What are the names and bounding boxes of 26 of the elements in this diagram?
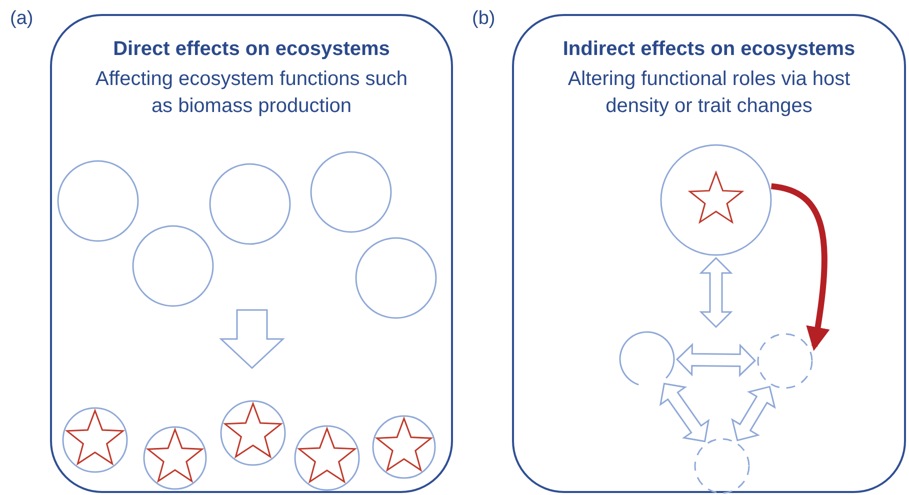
panel-box — [50, 14, 453, 493]
panel-description: Altering functional roles via host density or trait changes — [566, 67, 852, 119]
star-in-circle — [220, 400, 286, 466]
curved-arrow — [770, 183, 830, 351]
star-in-circle — [143, 426, 207, 490]
panel-letter: (b) — [472, 8, 496, 30]
panel-box — [512, 14, 906, 493]
panel-heading: Direct effects on ecosystems — [112, 38, 391, 61]
circle — [310, 151, 392, 233]
dashed-circle — [757, 333, 813, 389]
circle — [209, 163, 291, 245]
double-block-arrow — [676, 342, 756, 378]
double-block-arrow — [699, 256, 733, 328]
panel-letter: (a) — [10, 8, 34, 30]
panel-description: Affecting ecosystem functions such as biomass production — [94, 67, 408, 119]
double-block-arrow — [659, 382, 710, 442]
circle — [57, 160, 139, 242]
panel-heading: Indirect effects on ecosystems — [562, 38, 856, 61]
circle — [132, 225, 214, 307]
star-in-circle — [660, 144, 772, 256]
star-in-circle — [372, 415, 436, 479]
star-in-circle — [294, 425, 360, 491]
dashed-circle — [694, 438, 750, 494]
star-in-circle — [62, 407, 128, 473]
double-block-arrow — [731, 386, 776, 442]
circle — [355, 237, 437, 319]
